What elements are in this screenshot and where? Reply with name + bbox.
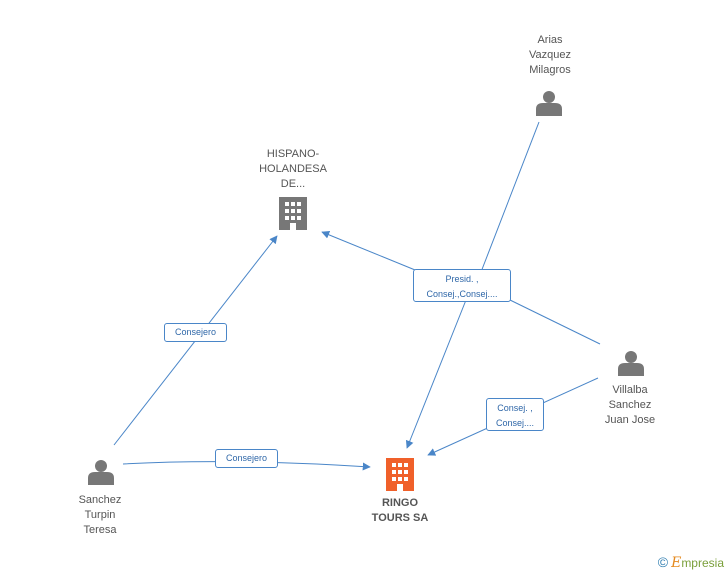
label-line: Turpin — [84, 509, 116, 521]
label-line: HOLANDESA — [259, 163, 327, 175]
edge-group-ringo[interactable] — [405, 299, 467, 449]
node-label-villalba[interactable]: Villalba Sanchez Juan Jose — [580, 383, 680, 428]
node-label-arias[interactable]: Arias Vazquez Milagros — [500, 33, 600, 78]
edge-label-text: Consej. , — [497, 403, 533, 413]
edge-label-arias-group[interactable]: Presid. , Consej.,Consej.... — [413, 269, 511, 302]
label-line: Vazquez — [529, 49, 571, 61]
node-label-sanchez[interactable]: Sanchez Turpin Teresa — [50, 493, 150, 538]
building-icon-ringo[interactable] — [386, 458, 414, 491]
label-line: DE... — [280, 178, 306, 190]
label-line: Milagros — [529, 64, 571, 76]
node-label-ringo[interactable]: RINGO TOURS SA — [350, 496, 450, 526]
building-icon-hispano[interactable] — [279, 197, 307, 230]
edge-label-text: Consej.,Consej.... — [426, 289, 498, 299]
empresia-watermark: ©Empresia — [658, 554, 724, 571]
edge-arias-group[interactable] — [480, 121, 540, 273]
person-icon-arias[interactable] — [536, 91, 562, 116]
label-line: Juan Jose — [604, 414, 656, 426]
label-line: Villalba — [612, 384, 648, 396]
edge-group-hispano[interactable] — [321, 231, 421, 273]
brand-initial: E — [671, 555, 682, 571]
copyright-icon: © — [657, 554, 669, 570]
edge-villalba-group[interactable] — [509, 299, 601, 345]
person-icon-villalba[interactable] — [618, 351, 644, 376]
label-line: RINGO — [381, 497, 419, 509]
label-line: Sanchez — [78, 494, 122, 506]
label-line: HISPANO- — [266, 148, 320, 160]
person-icon-sanchez[interactable] — [88, 460, 114, 485]
node-label-hispano[interactable]: HISPANO- HOLANDESA DE... — [243, 147, 343, 192]
label-line: Arias — [537, 34, 563, 46]
edge-label-text: Consejero — [225, 453, 268, 463]
edge-label-text: Consejero — [174, 327, 217, 337]
label-line: Teresa — [83, 524, 117, 536]
label-line: TOURS SA — [371, 512, 429, 524]
edge-label-sanchez-hispano[interactable]: Consejero — [164, 323, 227, 342]
edge-label-sanchez-ringo[interactable]: Consejero — [215, 449, 278, 468]
edge-label-villalba-ringo[interactable]: Consej. , Consej.... — [486, 398, 544, 431]
label-line: Sanchez — [608, 399, 652, 411]
edge-label-text: Consej.... — [495, 418, 535, 428]
edge-label-text: Presid. , — [445, 274, 479, 284]
brand-name: mpresia — [681, 556, 724, 570]
